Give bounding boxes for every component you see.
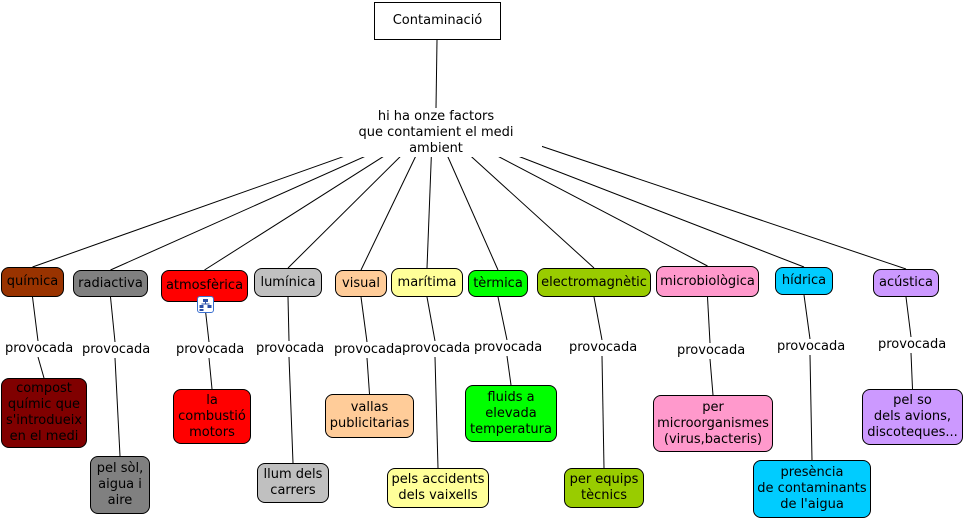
line-label-to-effect <box>709 358 714 396</box>
factor-node[interactable]: tèrmica <box>468 270 528 297</box>
link-label-provocada: provocada <box>176 342 245 358</box>
line-factor-to-label <box>803 294 811 340</box>
link-label-provocada: provocada <box>474 340 543 356</box>
line-connector-to-factor <box>439 138 499 271</box>
link-label-provocada: provocada <box>569 340 638 356</box>
line-factor-to-label <box>905 296 912 338</box>
line-factor-to-label <box>707 296 711 344</box>
effect-node[interactable]: per equips tècnics <box>564 468 644 508</box>
line-label-to-effect <box>114 357 121 457</box>
factor-node[interactable]: lumínica <box>254 268 322 297</box>
effect-node[interactable]: presència de contaminants de l'aigua <box>753 460 871 518</box>
line-label-to-effect <box>809 354 813 461</box>
effect-node[interactable]: llum dels carrers <box>257 463 329 503</box>
factor-node[interactable]: acústica <box>873 269 939 297</box>
line-connector-to-factor <box>519 138 907 270</box>
link-label-provocada: provocada <box>82 342 151 358</box>
effect-node[interactable]: la combustió motors <box>173 389 251 444</box>
line-connector-to-factor <box>426 138 433 269</box>
line-label-to-effect <box>506 355 512 386</box>
effect-node[interactable]: pel sòl, aigua i aire <box>90 456 150 514</box>
link-label-provocada: provocada <box>5 341 74 357</box>
effect-node[interactable]: per microorganismes (virus,bacteris) <box>653 395 773 452</box>
factor-node[interactable]: química <box>1 267 64 297</box>
line-connector-to-factor <box>464 138 708 267</box>
link-label-provocada: provocada <box>677 343 746 359</box>
connector-label: hi ha onze factors que contamient el med… <box>330 109 542 157</box>
factor-node[interactable]: hídrica <box>775 267 833 295</box>
line-factor-to-label <box>32 296 39 342</box>
effect-node[interactable]: pel so dels avions, discoteques... <box>862 389 963 445</box>
line-label-to-effect <box>601 355 605 469</box>
line-label-to-effect <box>366 357 370 395</box>
effect-node[interactable]: pels accidents dels vaixells <box>387 468 489 508</box>
line-label-to-effect <box>208 357 213 390</box>
root-concept-contaminacio[interactable]: Contaminació <box>374 2 501 40</box>
line-label-to-effect <box>434 356 439 469</box>
effect-node[interactable]: vallas publicitarias <box>325 394 414 438</box>
link-label-provocada: provocada <box>878 337 947 353</box>
line-factor-to-label <box>360 296 368 343</box>
line-root-to-connector <box>435 39 438 109</box>
link-label-provocada: provocada <box>777 339 846 355</box>
line-label-to-effect <box>910 352 913 390</box>
factor-node[interactable]: microbiològica <box>656 266 759 297</box>
line-connector-to-factor <box>32 138 394 268</box>
link-label-provocada: provocada <box>334 342 403 358</box>
effect-node[interactable]: fluids a elevada temperatura <box>465 385 557 442</box>
line-connector-to-factor <box>473 138 805 268</box>
line-factor-to-label <box>426 296 436 342</box>
factor-node[interactable]: visual <box>335 270 387 297</box>
effect-node[interactable]: compost químic que s'introdueix en el me… <box>1 378 87 448</box>
line-factor-to-label <box>497 296 508 341</box>
factor-node[interactable]: marítima <box>391 268 463 297</box>
line-factor-to-label <box>287 296 290 342</box>
link-label-provocada: provocada <box>256 341 325 357</box>
line-factor-to-label <box>110 296 116 343</box>
line-connector-to-factor <box>360 138 425 271</box>
line-connector-to-factor <box>287 138 419 269</box>
line-connector-to-factor <box>110 138 405 271</box>
line-label-to-effect <box>288 356 294 464</box>
line-connector-to-factor <box>451 138 595 269</box>
factor-node[interactable]: electromagnètic <box>537 268 651 297</box>
line-factor-to-label <box>593 296 603 341</box>
linked-resource-icon[interactable] <box>197 296 214 313</box>
factor-node[interactable]: radiactiva <box>73 270 148 297</box>
line-connector-to-factor <box>204 138 412 271</box>
link-label-provocada: provocada <box>402 341 471 357</box>
line-label-to-effect <box>37 356 45 379</box>
